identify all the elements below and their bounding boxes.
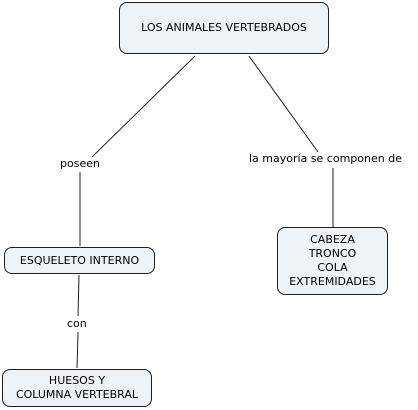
line-skeleton-to-con (77, 274, 80, 317)
link-label-la-mayoria: la mayoría se componen de (248, 152, 403, 166)
line-root-to-poseen (91, 55, 196, 158)
concept-bones: HUESOS Y COLUMNA VERTEBRAL (2, 369, 152, 407)
link-label-con: con (66, 317, 88, 331)
concept-skeleton: ESQUELETO INTERNO (4, 247, 155, 274)
link-label-poseen: poseen (59, 157, 101, 171)
concept-parts: CABEZA TRONCO COLA EXTREMIDADES (277, 227, 388, 295)
concept-parts-label: CABEZA TRONCO COLA EXTREMIDADES (289, 233, 376, 288)
concept-root-label: LOS ANIMALES VERTEBRADOS (141, 21, 307, 34)
line-con-to-bones (76, 331, 79, 369)
concept-root: LOS ANIMALES VERTEBRADOS (119, 2, 329, 54)
concept-bones-label: HUESOS Y COLUMNA VERTEBRAL (15, 374, 139, 401)
concept-skeleton-label: ESQUELETO INTERNO (19, 253, 140, 267)
line-root-to-parts-label (248, 55, 319, 153)
